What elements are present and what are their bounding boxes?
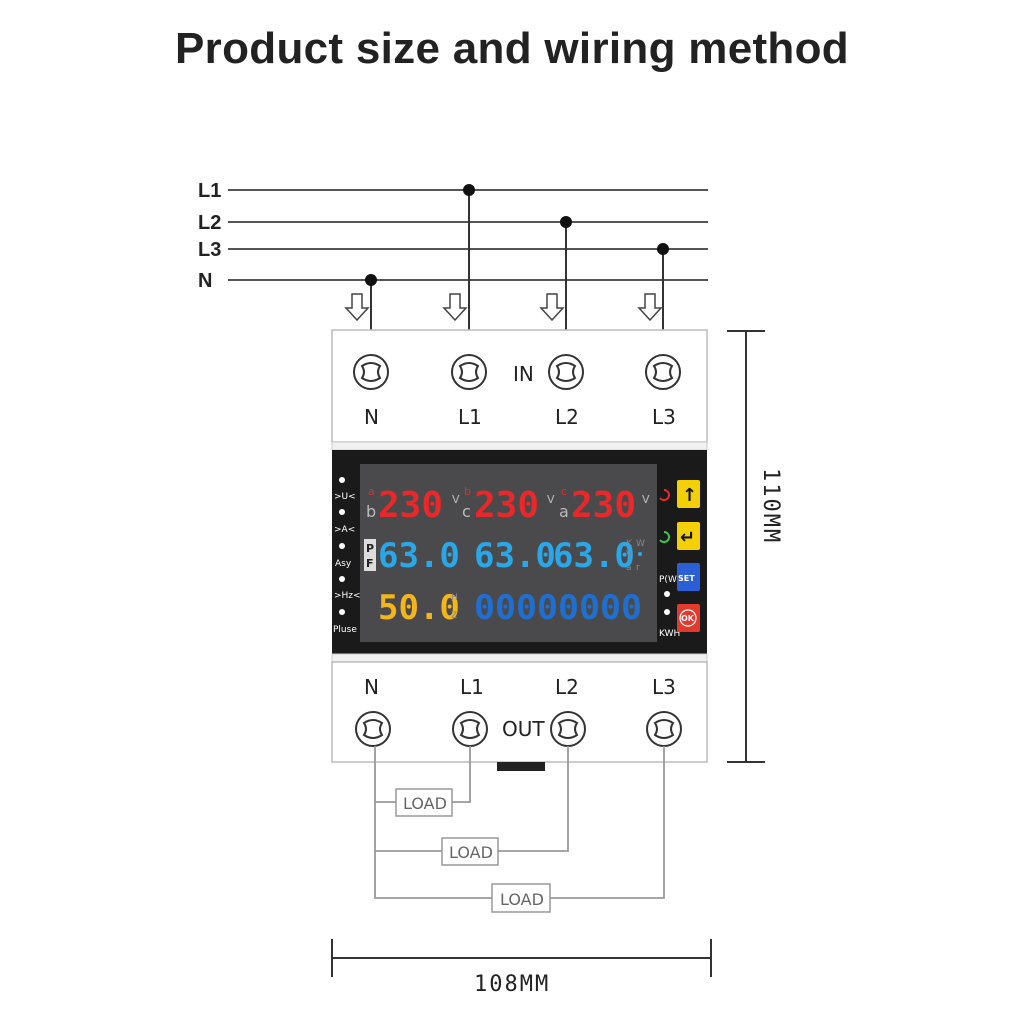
indicator-label-pulse: Pluse xyxy=(333,625,357,635)
insert-arrows xyxy=(344,293,663,322)
screw-terminal-icon xyxy=(452,711,488,747)
in-terminal-l3: L3 xyxy=(652,405,676,429)
bus-label-l3: L3 xyxy=(198,239,221,261)
left-indicators: >U< >A< Asy >Hz< Pluse xyxy=(333,477,361,635)
row1-value-1: 230 xyxy=(378,485,443,526)
row2-indicator-dot xyxy=(638,552,642,556)
down-arrow-icon xyxy=(539,293,565,322)
out-terminal-l1: L1 xyxy=(460,675,484,699)
row1-phase-bottom-3: a xyxy=(559,502,569,521)
load-label-3: LOAD xyxy=(500,890,544,909)
row2-unit-k: K xyxy=(626,539,633,549)
row2-unit-w: W xyxy=(636,539,645,549)
bus-label-l2: L2 xyxy=(198,212,221,234)
down-arrow-icon xyxy=(637,293,663,322)
row1-unit-2: V xyxy=(547,493,555,506)
row1-value-3: 230 xyxy=(571,485,636,526)
bus-label-n: N xyxy=(198,270,212,292)
screw-terminal-icon xyxy=(646,711,682,747)
out-terminal-l2: L2 xyxy=(555,675,579,699)
load-box-1: LOAD xyxy=(395,788,453,817)
indicator-label-current: >A< xyxy=(334,525,355,535)
row2-value-1: 63.0 xyxy=(378,536,460,576)
terminals-in xyxy=(353,354,681,390)
bus-label-l1: L1 xyxy=(198,180,221,202)
set-button[interactable]: SET xyxy=(677,563,700,591)
up-button[interactable]: ↑ xyxy=(677,480,700,508)
load-label-2: LOAD xyxy=(449,843,493,862)
row1-phase-top-3: c xyxy=(561,485,567,498)
out-terminal-n: N xyxy=(364,675,379,699)
width-dimension xyxy=(331,939,712,977)
in-label: IN xyxy=(513,362,534,386)
enter-button[interactable]: ↵ xyxy=(677,522,700,550)
height-dimension-label: 110MM xyxy=(758,468,783,544)
row1-unit-1: V xyxy=(452,493,460,506)
indicator-label-voltage: >U< xyxy=(334,492,356,502)
down-arrow-icon xyxy=(442,293,468,322)
page-title: Product size and wiring method xyxy=(175,24,849,73)
row1-phase-bottom-2: c xyxy=(462,502,471,521)
screw-terminal-icon xyxy=(451,354,487,390)
up-arrow-icon: ↑ xyxy=(682,485,697,506)
row1-value-2: 230 xyxy=(474,485,539,526)
right-label-kwh: KWH xyxy=(659,629,680,639)
out-terminal-l3: L3 xyxy=(652,675,676,699)
refresh-red-icon xyxy=(659,489,670,501)
row2-value-3: 63.0 xyxy=(553,536,635,576)
in-terminal-l2: L2 xyxy=(555,405,579,429)
row1-unit-3: V xyxy=(642,493,650,506)
load-label-1: LOAD xyxy=(403,794,447,813)
screw-terminal-icon xyxy=(550,711,586,747)
row1-phase-top-2: b xyxy=(464,485,471,498)
freq-unit-z: Z xyxy=(451,611,457,621)
in-terminal-n: N xyxy=(364,405,379,429)
row3-energy: 00000000 xyxy=(474,588,642,628)
pf-label-p: P xyxy=(366,542,374,555)
ok-button-label: OK xyxy=(681,614,695,623)
screw-terminal-icon xyxy=(548,354,584,390)
height-dimension xyxy=(727,330,765,763)
refresh-green-icon xyxy=(659,531,670,543)
screw-terminal-icon xyxy=(645,354,681,390)
screw-terminal-icon xyxy=(353,354,389,390)
out-label: OUT xyxy=(502,717,545,741)
load-box-2: LOAD xyxy=(441,837,499,866)
ok-button[interactable]: OK xyxy=(677,604,700,632)
junction-dots xyxy=(365,184,669,286)
enter-arrow-icon: ↵ xyxy=(680,527,695,548)
row1-phase-bottom-1: b xyxy=(366,502,376,521)
screw-terminal-icon xyxy=(355,711,391,747)
lcd-display: a b 230 V b c 230 V c a 230 V P F 63.0 6… xyxy=(360,464,657,642)
right-label-pw: P(W) xyxy=(659,575,680,585)
in-terminal-l1: L1 xyxy=(458,405,482,429)
terminals-out xyxy=(355,711,682,747)
indicator-label-frequency: >Hz< xyxy=(334,591,361,601)
right-controls: P(W) KWH xyxy=(659,489,680,639)
set-button-label: SET xyxy=(678,574,695,583)
pf-label-f: F xyxy=(366,557,374,570)
down-arrow-icon xyxy=(344,293,370,322)
indicator-label-asy: Asy xyxy=(335,559,352,569)
row1-phase-top-1: a xyxy=(368,485,375,498)
row3-frequency: 50.0 xyxy=(378,588,460,628)
row2-unit-a: a xyxy=(626,563,632,573)
row2-unit-v: V xyxy=(626,550,633,560)
freq-unit-h: H xyxy=(451,593,458,603)
width-dimension-label: 108MM xyxy=(474,972,550,997)
row2-unit-r: r xyxy=(636,563,640,573)
row2-value-2: 63.0 xyxy=(474,536,556,576)
load-wires xyxy=(374,746,665,899)
load-box-3: LOAD xyxy=(491,883,551,913)
